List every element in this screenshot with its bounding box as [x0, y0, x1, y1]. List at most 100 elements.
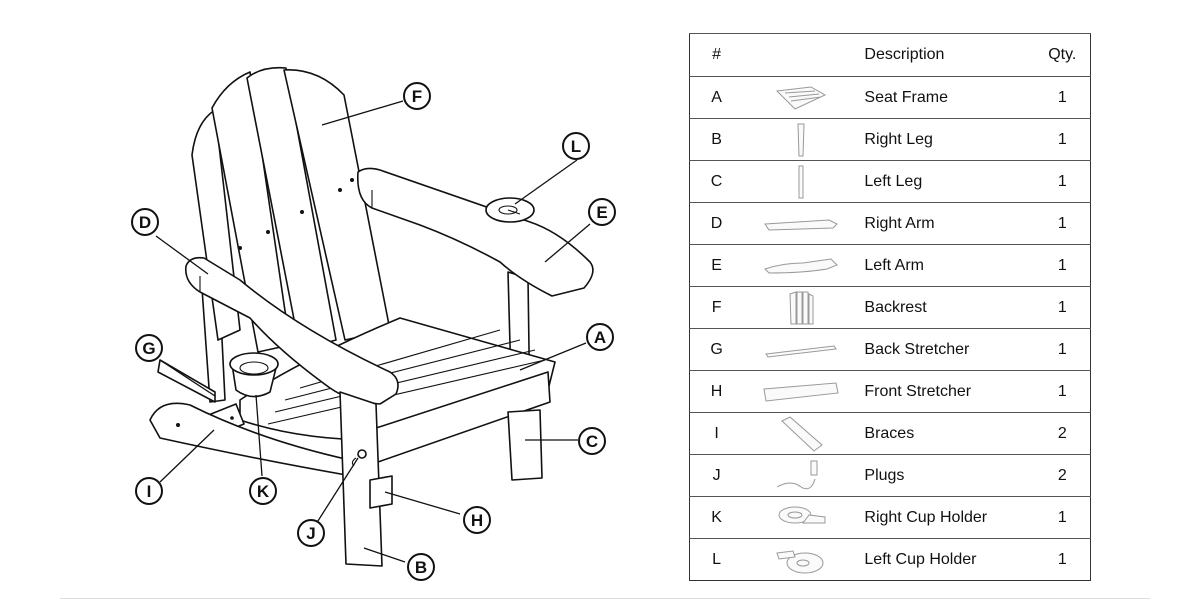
callout-A: A	[586, 323, 614, 351]
svg-text:E: E	[596, 203, 607, 222]
part-id: D	[689, 202, 744, 245]
right-cup-holder-thumbnail-icon	[743, 496, 859, 539]
right-arm-part	[184, 256, 399, 405]
callout-G: G	[135, 334, 163, 362]
part-description: Back Stretcher	[858, 328, 1035, 371]
svg-text:F: F	[412, 87, 422, 106]
part-qty: 1	[1034, 202, 1091, 245]
table-row: G Back Stretcher 1	[689, 328, 1091, 371]
svg-text:G: G	[142, 339, 155, 358]
left-arm-part	[356, 167, 594, 297]
part-id: J	[689, 454, 744, 497]
table-row: C Left Leg 1	[689, 160, 1091, 203]
callout-J: J	[297, 519, 325, 547]
table-header-row: # Description Qty.	[689, 33, 1091, 77]
part-description: Left Arm	[858, 244, 1035, 287]
part-qty: 1	[1034, 328, 1091, 371]
part-description: Braces	[858, 412, 1035, 455]
right-arm-thumbnail-icon	[743, 202, 859, 245]
seat-frame-part	[239, 317, 556, 463]
front-stretcher-part	[369, 475, 393, 509]
right-leg-part	[339, 391, 383, 567]
back-stretcher-thumbnail-icon	[743, 328, 859, 371]
callout-F: F	[403, 82, 431, 110]
part-id: K	[689, 496, 744, 539]
part-qty: 1	[1034, 370, 1091, 413]
table-row: I Braces 2	[689, 412, 1091, 455]
callout-B: B	[407, 553, 435, 581]
left-arm-thumbnail-icon	[743, 244, 859, 287]
part-description: Plugs	[858, 454, 1035, 497]
part-qty: 1	[1034, 286, 1091, 329]
part-description: Left Leg	[858, 160, 1035, 203]
left-cup-holder-thumbnail-icon	[743, 538, 859, 581]
header-qty: Qty.	[1034, 33, 1091, 77]
right-cup-holder-part	[229, 352, 279, 398]
part-description: Backrest	[858, 286, 1035, 329]
part-id: I	[689, 412, 744, 455]
left-leg-part	[507, 409, 543, 481]
part-id: F	[689, 286, 744, 329]
part-qty: 1	[1034, 496, 1091, 539]
part-description: Right Cup Holder	[858, 496, 1035, 539]
part-description: Seat Frame	[858, 76, 1035, 119]
table-row: J Plugs 2	[689, 454, 1091, 497]
table-row: B Right Leg 1	[689, 118, 1091, 161]
left-cup-holder-part	[485, 197, 535, 223]
braces-thumbnail-icon	[743, 412, 859, 455]
table-row: K Right Cup Holder 1	[689, 496, 1091, 539]
header-description: Description	[858, 33, 1035, 77]
callout-E: E	[588, 198, 616, 226]
part-qty: 1	[1034, 160, 1091, 203]
svg-text:I: I	[147, 482, 152, 501]
footer-divider	[60, 598, 1150, 599]
backrest-thumbnail-icon	[743, 286, 859, 329]
backrest-part	[191, 66, 391, 353]
header-id: #	[689, 33, 744, 77]
svg-text:A: A	[594, 328, 606, 347]
part-description: Right Leg	[858, 118, 1035, 161]
right-leg-thumbnail-icon	[743, 118, 859, 161]
callout-K: K	[249, 477, 277, 505]
header-thumbnail	[743, 33, 859, 77]
part-description: Right Arm	[858, 202, 1035, 245]
front-stretcher-thumbnail-icon	[743, 370, 859, 413]
leader-lines	[155, 100, 591, 563]
callout-L: L	[562, 132, 590, 160]
part-qty: 2	[1034, 412, 1091, 455]
table-row: E Left Arm 1	[689, 244, 1091, 287]
part-qty: 2	[1034, 454, 1091, 497]
chair-illustration	[149, 66, 594, 567]
part-id: C	[689, 160, 744, 203]
callout-H: H	[463, 506, 491, 534]
part-description: Front Stretcher	[858, 370, 1035, 413]
part-id: B	[689, 118, 744, 161]
svg-text:C: C	[586, 432, 598, 451]
table-row: D Right Arm 1	[689, 202, 1091, 245]
back-stretcher-part	[157, 359, 216, 403]
adirondack-chair-diagram: A B C D E F G H I J K L	[131, 66, 616, 581]
svg-text:J: J	[306, 524, 315, 543]
parts-list-table: # Description Qty. A Seat Frame 1 B Righ…	[689, 33, 1091, 581]
part-qty: 1	[1034, 76, 1091, 119]
plugs-thumbnail-icon	[743, 454, 859, 497]
callout-D: D	[131, 208, 159, 236]
left-leg-thumbnail-icon	[743, 160, 859, 203]
part-qty: 1	[1034, 118, 1091, 161]
seat-frame-thumbnail-icon	[743, 76, 859, 119]
svg-text:L: L	[571, 137, 581, 156]
part-id: G	[689, 328, 744, 371]
part-qty: 1	[1034, 538, 1091, 581]
part-id: E	[689, 244, 744, 287]
svg-text:B: B	[415, 558, 427, 577]
callout-C: C	[578, 427, 606, 455]
part-qty: 1	[1034, 244, 1091, 287]
table-row: A Seat Frame 1	[689, 76, 1091, 119]
callout-I: I	[135, 477, 163, 505]
part-id: L	[689, 538, 744, 581]
table-row: L Left Cup Holder 1	[689, 538, 1091, 581]
table-row: H Front Stretcher 1	[689, 370, 1091, 413]
svg-text:D: D	[139, 213, 151, 232]
table-row: F Backrest 1	[689, 286, 1091, 329]
part-id: A	[689, 76, 744, 119]
